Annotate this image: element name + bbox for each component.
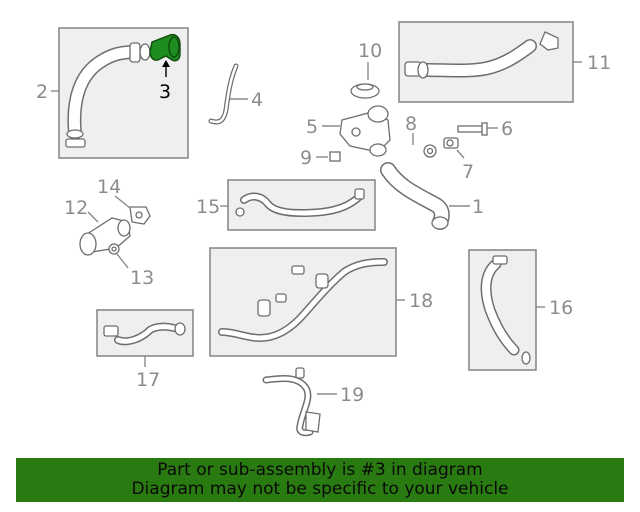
callout-15: 15 — [196, 196, 220, 218]
parts-diagram: 3 2 4 10 5 9 8 6 7 — [36, 21, 611, 437]
hose-17[interactable] — [103, 322, 186, 346]
leader-7 — [456, 149, 465, 159]
part-3-highlighted[interactable] — [149, 33, 181, 62]
callout-10: 10 — [358, 40, 382, 62]
cap-10[interactable] — [350, 83, 380, 99]
callout-12: 12 — [64, 197, 88, 219]
leader-12 — [87, 211, 99, 223]
banner-line-1: Part or sub-assembly is #3 in diagram — [157, 460, 483, 480]
callout-13: 13 — [130, 267, 154, 289]
callout-14: 14 — [97, 176, 121, 198]
gasket-9[interactable] — [329, 151, 341, 162]
callout-3: 3 — [159, 81, 171, 103]
arrow-3 — [162, 60, 170, 67]
callout-19: 19 — [340, 384, 364, 406]
leader-13 — [116, 253, 129, 269]
callout-9: 9 — [300, 147, 312, 169]
callout-17: 17 — [136, 369, 160, 391]
seal-8[interactable] — [423, 144, 437, 158]
banner-line-2: Diagram may not be specific to your vehi… — [131, 479, 509, 499]
part-group-box-16 — [468, 249, 537, 371]
radiator-hose-1[interactable] — [380, 162, 450, 230]
water-inlet-12[interactable] — [79, 217, 131, 256]
bracket-14[interactable] — [129, 206, 151, 225]
radiator-hose-11[interactable] — [404, 31, 559, 79]
pipe-19[interactable] — [262, 367, 321, 437]
callout-5: 5 — [306, 116, 318, 138]
callout-16: 16 — [549, 297, 573, 319]
clip-7[interactable] — [443, 137, 459, 149]
callout-1: 1 — [472, 196, 484, 218]
info-banner: Part or sub-assembly is #3 in diagram Di… — [16, 458, 624, 502]
water-outlet-5[interactable] — [339, 105, 391, 157]
nut-13[interactable] — [108, 243, 120, 255]
bypass-tube[interactable] — [208, 63, 239, 125]
callout-8: 8 — [405, 113, 417, 135]
leader-14 — [114, 195, 131, 209]
heater-hose-16[interactable] — [480, 255, 531, 365]
callout-6: 6 — [501, 118, 513, 140]
bolt-6[interactable] — [457, 122, 488, 136]
callout-4: 4 — [251, 89, 263, 111]
upper-radiator-hose[interactable] — [65, 42, 151, 148]
callout-18: 18 — [409, 290, 433, 312]
callout-2: 2 — [36, 81, 48, 103]
water-pipe-18[interactable] — [218, 258, 388, 342]
callout-11: 11 — [587, 52, 611, 74]
callout-7: 7 — [462, 161, 474, 183]
bypass-hose-15[interactable] — [235, 188, 365, 217]
